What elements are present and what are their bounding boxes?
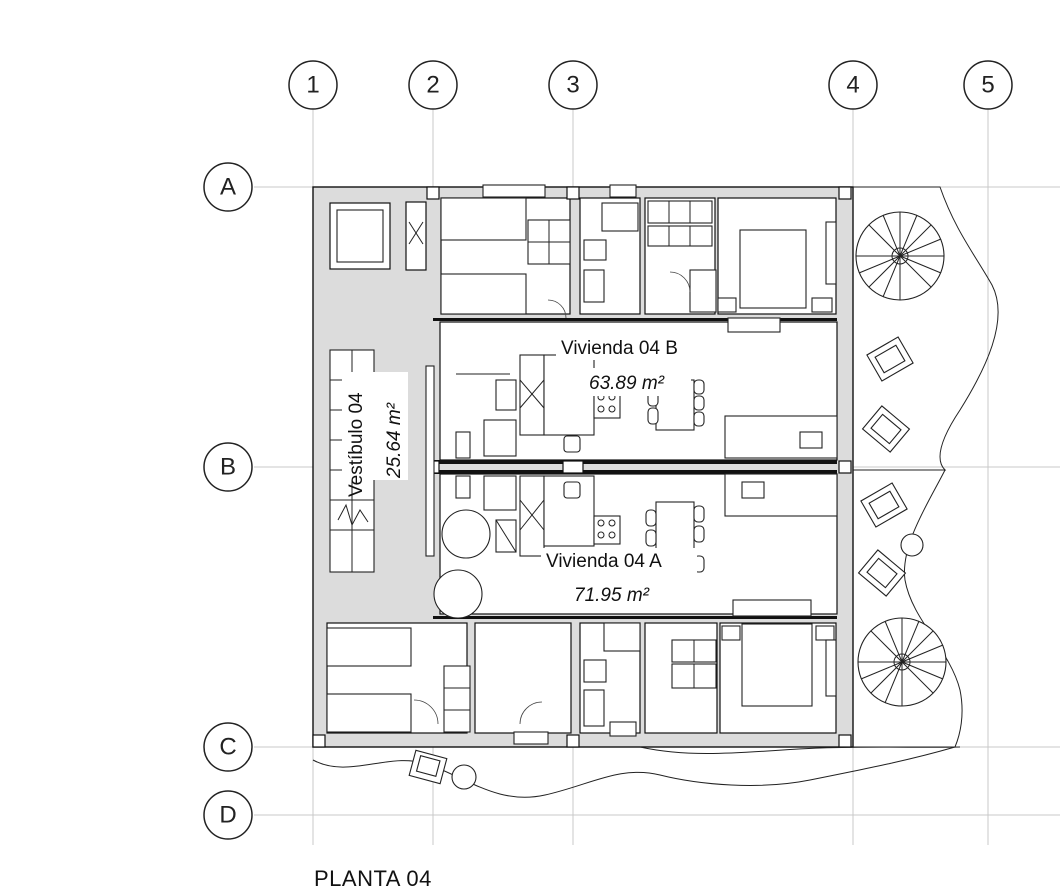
terrace-armchair-4 (857, 549, 907, 597)
grid-bubble-5: 5 (963, 60, 1013, 110)
grid-label-3: 3 (566, 72, 579, 99)
terrace-side-table (900, 533, 924, 557)
room-area-vivienda-b: 63.89 m² (589, 373, 665, 394)
room-area-vivienda-a: 71.95 m² (574, 585, 650, 606)
spiral-stair-lower (857, 617, 947, 707)
terrace-side-table-2 (451, 764, 477, 790)
label-vivienda-a: Vivienda 04 A 71.95 m² (541, 548, 697, 608)
spiral-stair-upper (855, 211, 945, 301)
grid-label-5: 5 (981, 72, 994, 99)
room-name-vivienda-b: Vivienda 04 B (561, 338, 678, 359)
label-vestibulo: Vestíbulo 04 25.64 m² (342, 372, 408, 497)
grid-bubble-c: C (203, 722, 253, 772)
grid-label-a: A (220, 174, 236, 201)
plan-title: PLANTA 04 (314, 866, 432, 891)
grid-bubble-a: A (203, 162, 253, 212)
terrace (312, 186, 999, 798)
terrace-armchair-5 (408, 749, 448, 785)
room-name-vivienda-a: Vivienda 04 A (546, 551, 662, 572)
grid-bubble-4: 4 (828, 60, 878, 110)
grid-bubble-1: 1 (288, 60, 338, 110)
room-name-vestibulo: Vestíbulo 04 (346, 392, 367, 497)
terrace-armchair-2 (861, 405, 911, 453)
terrace-armchair-1 (866, 336, 914, 382)
grid-label-b: B (220, 454, 236, 481)
grid-bubble-3: 3 (548, 60, 598, 110)
grid-bubble-2: 2 (408, 60, 458, 110)
grid-label-4: 4 (846, 72, 859, 99)
duct-shaft (405, 201, 427, 271)
grid-bubble-b: B (203, 442, 253, 492)
label-vivienda-b: Vivienda 04 B 63.89 m² (556, 334, 712, 396)
bedroom-a-2 (474, 622, 572, 734)
grid-label-c: C (219, 734, 236, 761)
terrace-armchair-3 (860, 482, 908, 528)
grid-label-1: 1 (306, 72, 319, 99)
grid-bubble-d: D (203, 790, 253, 840)
room-area-vestibulo: 25.64 m² (384, 402, 405, 479)
grid-label-2: 2 (426, 72, 439, 99)
grid-label-d: D (219, 802, 236, 829)
